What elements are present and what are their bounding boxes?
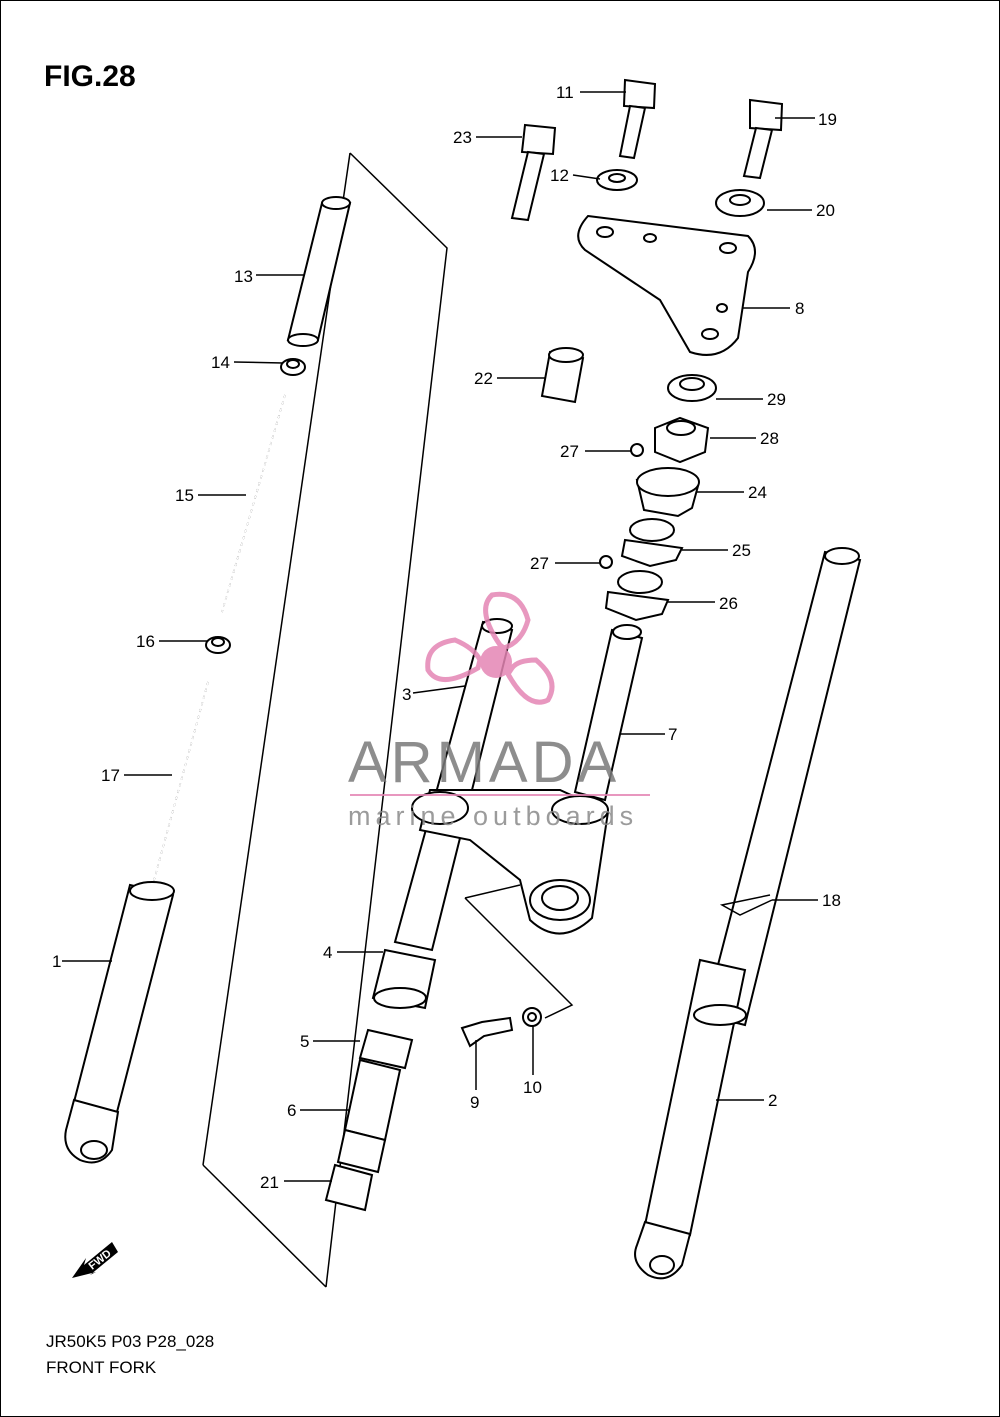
part-7-steering-stem bbox=[411, 624, 644, 935]
part-labels: 1234567891011121314151617181920212223242… bbox=[52, 83, 841, 1192]
part-label-18: 18 bbox=[822, 891, 841, 910]
part-11-bolt bbox=[618, 78, 657, 160]
part-25-race bbox=[620, 518, 684, 568]
part-10-washer bbox=[522, 1007, 542, 1027]
part-label-20: 20 bbox=[816, 201, 835, 220]
part-15-spring bbox=[221, 394, 286, 613]
part-16-washer bbox=[205, 636, 231, 654]
part-label-22: 22 bbox=[474, 369, 493, 388]
part-29-nut bbox=[667, 374, 717, 402]
outline-left-edge bbox=[202, 152, 351, 1166]
leader-line-3 bbox=[412, 685, 466, 694]
part-23-bolt bbox=[510, 123, 557, 222]
part-4-dust-seal bbox=[371, 948, 437, 1010]
part-label-25: 25 bbox=[732, 541, 751, 560]
part-6-sleeve bbox=[336, 1058, 402, 1174]
leader-line-12 bbox=[572, 174, 601, 180]
part-label-1: 1 bbox=[52, 952, 61, 971]
part-9-bolt bbox=[460, 1016, 514, 1048]
watermark-tagline: marine outboards bbox=[348, 801, 638, 831]
leader-line-14 bbox=[233, 361, 284, 364]
part-label-14: 14 bbox=[211, 353, 230, 372]
part-label-9: 9 bbox=[470, 1093, 479, 1112]
propeller-logo-icon bbox=[425, 591, 555, 705]
part-20-washer bbox=[715, 189, 765, 217]
fwd-arrow-icon: FWD bbox=[72, 1242, 118, 1278]
part-label-28: 28 bbox=[760, 429, 779, 448]
watermark-brand: ARMADA bbox=[348, 730, 620, 795]
part-27-ball-upper bbox=[630, 443, 644, 457]
part-17-spring bbox=[149, 681, 209, 896]
figure-caption: FRONT FORK bbox=[46, 1358, 157, 1377]
assembly-outline bbox=[202, 152, 574, 1288]
part-26-race bbox=[604, 570, 670, 622]
part-label-11: 11 bbox=[556, 83, 574, 102]
part-label-7: 7 bbox=[668, 725, 677, 744]
part-label-15: 15 bbox=[175, 486, 194, 505]
part-label-27: 27 bbox=[560, 442, 579, 461]
part-12-washer bbox=[596, 169, 638, 191]
part-2-fork-leg bbox=[634, 547, 862, 1280]
part-28-nut bbox=[654, 416, 710, 464]
part-1-fork-leg bbox=[64, 881, 175, 1164]
part-label-12: 12 bbox=[550, 166, 569, 185]
outline-bracket-bottom bbox=[464, 897, 574, 1019]
part-19-bolt bbox=[742, 98, 784, 180]
part-8-bracket bbox=[577, 214, 756, 356]
part-label-19: 19 bbox=[818, 110, 837, 129]
part-label-24: 24 bbox=[748, 483, 767, 502]
outline-left-group bbox=[325, 152, 448, 1288]
part-21-nut bbox=[324, 1163, 374, 1212]
part-label-23: 23 bbox=[453, 128, 472, 147]
part-label-26: 26 bbox=[719, 594, 738, 613]
part-label-21: 21 bbox=[260, 1173, 279, 1192]
part-label-2: 2 bbox=[768, 1091, 777, 1110]
part-14-washer bbox=[280, 358, 306, 376]
part-label-27: 27 bbox=[530, 554, 549, 573]
part-label-29: 29 bbox=[767, 390, 786, 409]
watermark: ARMADA marine outboards bbox=[348, 591, 650, 831]
part-label-5: 5 bbox=[300, 1032, 309, 1051]
outline-bracket-top bbox=[464, 884, 521, 899]
part-13-tube bbox=[286, 196, 352, 347]
part-label-17: 17 bbox=[101, 766, 120, 785]
part-18-clip bbox=[719, 894, 773, 916]
part-label-10: 10 bbox=[523, 1078, 542, 1097]
part-22-spacer bbox=[540, 347, 585, 404]
outline-bottom-edge bbox=[202, 1164, 327, 1288]
part-24-race bbox=[635, 467, 700, 518]
part-label-3: 3 bbox=[402, 685, 411, 704]
part-label-6: 6 bbox=[287, 1101, 296, 1120]
figure-title: FIG.28 bbox=[44, 60, 136, 93]
part-27-ball-lower bbox=[599, 555, 613, 569]
part-label-13: 13 bbox=[234, 267, 253, 286]
part-label-8: 8 bbox=[795, 299, 804, 318]
part-label-4: 4 bbox=[323, 943, 332, 962]
figure-code: JR50K5 P03 P28_028 bbox=[46, 1332, 215, 1351]
part-label-16: 16 bbox=[136, 632, 155, 651]
part-5-ring bbox=[358, 1028, 414, 1070]
